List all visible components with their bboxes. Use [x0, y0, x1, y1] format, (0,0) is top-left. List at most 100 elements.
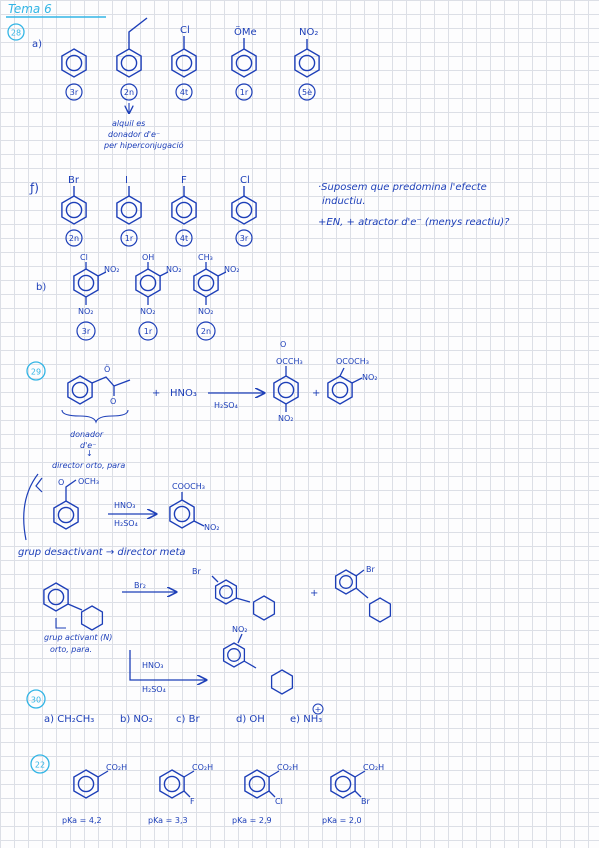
svg-text:O: O	[58, 478, 64, 487]
svg-text:NO₂: NO₂	[198, 307, 214, 316]
svg-text:F: F	[190, 797, 195, 806]
svg-text:+: +	[310, 588, 318, 599]
rank-badge: 1r	[144, 327, 153, 336]
rank-badge: 3r	[240, 234, 249, 243]
answer-item: d) OH	[236, 714, 265, 725]
answer-item: a) CH₂CH₃	[44, 714, 94, 725]
fluorobenzoic-acid-ring	[159, 769, 185, 799]
svg-text:Cl: Cl	[275, 797, 283, 806]
substituent: Br	[68, 175, 80, 186]
substituent: Cl	[240, 175, 250, 186]
substituent: ÖMe	[234, 25, 257, 38]
note-line: director orto, para	[52, 461, 125, 470]
question-22: 22 CO₂H CO₂H F CO₂H Cl CO₂H Br pKa = 4,2…	[30, 754, 384, 825]
svg-text:NO₂: NO₂	[166, 265, 182, 274]
svg-text:Br: Br	[192, 567, 201, 576]
answer-item: e) NH₃	[290, 714, 322, 725]
svg-text:OCH₃: OCH₃	[78, 477, 99, 486]
svg-text:NO₂: NO₂	[278, 414, 294, 423]
svg-text:NO₂: NO₂	[232, 625, 248, 634]
pka-value: pKa = 3,3	[148, 816, 188, 825]
iodobenzene-ring	[116, 195, 142, 225]
question-number: 30	[31, 696, 41, 705]
anisole-ring	[231, 48, 257, 78]
note-line: +EN, + atractor d'e⁻ (menys reactiu)?	[318, 217, 510, 228]
note-line: orto, para.	[50, 645, 92, 654]
svg-text:NO₂: NO₂	[140, 307, 156, 316]
answer-item: c) Br	[176, 714, 200, 725]
pka-value: pKa = 2,0	[322, 816, 362, 825]
part-label-b: b)	[36, 282, 46, 293]
meta-nitro-product-ring	[169, 499, 195, 529]
svg-text:NO₂: NO₂	[224, 265, 240, 274]
substituent: I	[125, 175, 128, 186]
reagent: HNO₃	[170, 388, 197, 399]
svg-text:NO₂: NO₂	[104, 265, 120, 274]
rank-badge: 2n	[201, 327, 211, 336]
part-label-f: ƒ)	[29, 181, 39, 195]
note-line: per hiperconjugació	[103, 140, 184, 150]
svg-text:↓: ↓	[86, 449, 93, 458]
reaction-arrow	[129, 650, 206, 680]
svg-text:O: O	[110, 397, 116, 406]
chlorobenzene-ring	[171, 48, 197, 78]
fluorobenzene-ring	[171, 195, 197, 225]
svg-text:NO₂: NO₂	[78, 307, 94, 316]
phenylpiperidine-ring	[43, 582, 69, 612]
piperidine-ring	[270, 669, 294, 695]
svg-text:Br: Br	[361, 797, 370, 806]
note-line: grup desactivant → director meta	[18, 547, 186, 558]
pka-value: pKa = 4,2	[62, 816, 102, 825]
svg-text:NO₂: NO₂	[362, 373, 378, 382]
methyl-benzoate-ring	[53, 500, 79, 530]
svg-text:+: +	[312, 388, 320, 399]
svg-text:+: +	[152, 388, 160, 399]
note-line: d'e⁻	[80, 441, 96, 450]
chlorobenzoic-acid-ring	[244, 769, 270, 799]
question-number: 28	[11, 29, 21, 38]
svg-text:OCCH₃: OCCH₃	[276, 357, 303, 366]
rank-badge: 1r	[125, 234, 134, 243]
charge-symbol: +	[315, 705, 322, 714]
svg-text:OCOCH₃: OCOCH₃	[336, 357, 369, 366]
nitro-ring-2: OH NO₂ NO₂	[135, 253, 182, 316]
rank-badge: 1r	[240, 88, 249, 97]
page-title: Tema 6	[8, 2, 52, 16]
substituent: NO₂	[299, 27, 318, 38]
piperidine-ring	[368, 597, 392, 623]
benzoic-acid-ring	[73, 769, 99, 799]
nitrobenzene-ring	[294, 48, 320, 78]
nitro-ring-1: Cl NO₂ NO₂	[73, 253, 120, 316]
chlorobenzene-ring	[231, 195, 257, 225]
svg-text:Cl: Cl	[80, 253, 88, 262]
rank-badge: 2n	[124, 88, 134, 97]
svg-text:Br: Br	[366, 565, 375, 574]
rank-badge: 3r	[70, 88, 79, 97]
note-line: inductiu.	[322, 196, 366, 207]
part-label-a: a)	[32, 39, 42, 50]
phenyl-acetate-ring	[67, 375, 93, 405]
bromobenzene-ring	[61, 195, 87, 225]
note-line: donador d'e⁻	[108, 130, 160, 139]
svg-text:COOCH₃: COOCH₃	[172, 482, 205, 491]
svg-text:H₂SO₄: H₂SO₄	[114, 519, 138, 528]
substituent: F	[181, 175, 187, 186]
question-30: 30 a) CH₂CH₃ b) NO₂ c) Br d) OH e) NH₃ +	[26, 689, 324, 725]
rank-badge: 4t	[180, 234, 188, 243]
question-number: 22	[35, 761, 45, 770]
svg-text:OH: OH	[142, 253, 154, 262]
nitro-ring-3: CH₃ NO₂ NO₂	[193, 253, 240, 316]
svg-text:CO₂H: CO₂H	[106, 763, 127, 772]
pka-value: pKa = 2,9	[232, 816, 272, 825]
question-28: 28 a) Cl ÖMe NO₂ 3r 2n 4t 1r 5è alquil e…	[7, 17, 510, 341]
svg-text:HNO₃: HNO₃	[114, 501, 136, 510]
svg-text:H₂SO₄: H₂SO₄	[142, 685, 166, 694]
benzene-ring	[61, 48, 87, 78]
svg-text:NO₂: NO₂	[204, 523, 220, 532]
note-line: ·Suposem que predomina l'efecte	[318, 182, 487, 193]
ortho-nitro-product-ring	[327, 375, 353, 405]
rank-badge: 3r	[82, 327, 91, 336]
catalyst: H₂SO₄	[214, 401, 238, 410]
piperidine-ring	[252, 595, 276, 621]
